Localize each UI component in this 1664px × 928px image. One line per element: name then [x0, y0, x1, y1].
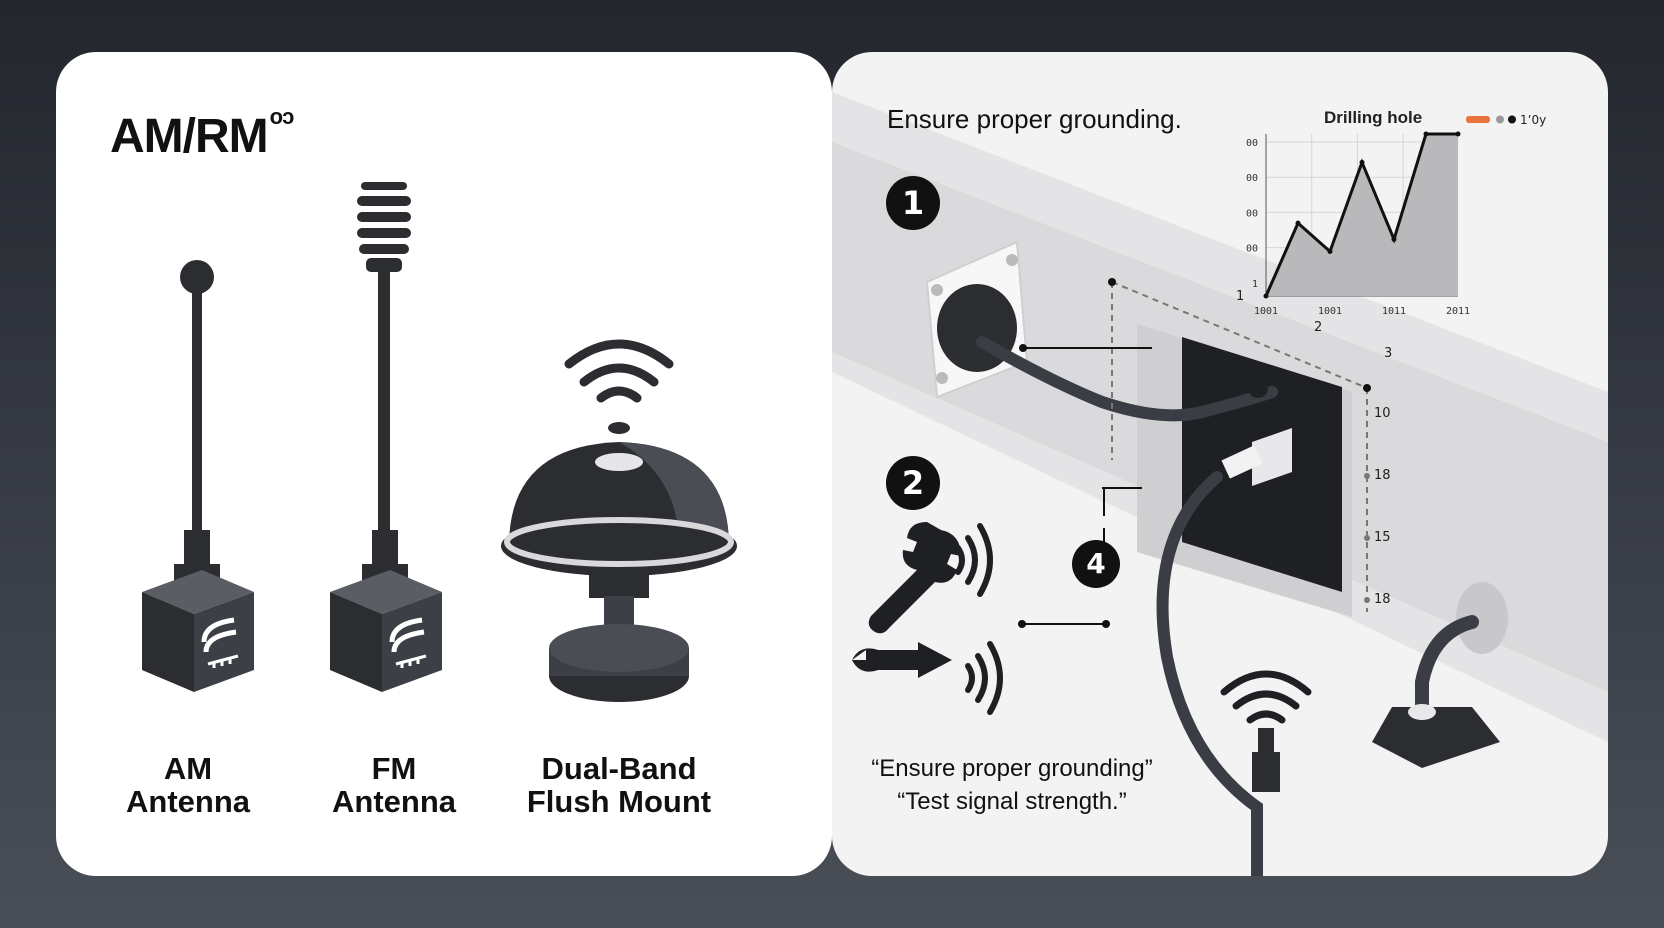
dim-label: 18: [1374, 468, 1391, 483]
wifi-icon: [1220, 670, 1312, 724]
wrench-arrow-icon: [852, 642, 952, 678]
chart-x-tick-label: 2011: [1446, 306, 1470, 317]
chart-x-tick-label: 1001: [1254, 306, 1278, 317]
chart-y-tick-label: 00: [1246, 138, 1258, 149]
drilling-chart: 00 00 00 00 1 1001 1001 1011 2011 1ʼ0y: [1246, 113, 1546, 317]
chart-point: [1263, 293, 1269, 299]
flush-mount-antenna-icon: [501, 339, 737, 702]
chart-y-tick-label: 00: [1246, 208, 1258, 219]
cable-connector-icon: [1156, 428, 1292, 876]
installation-diagram: [832, 92, 1608, 876]
legend-swatch: [1496, 115, 1504, 124]
installation-panel: Ensure proper grounding. 1 2 4 1 2 3 10 …: [832, 52, 1608, 876]
chart-y-tick-label: 00: [1246, 244, 1258, 255]
chart-area-fill: [1266, 134, 1458, 296]
dim-label: 15: [1374, 530, 1391, 545]
chart-x-tick-label: 1001: [1318, 306, 1342, 317]
step-badge-4: 4: [1072, 540, 1120, 588]
chart-point: [1391, 236, 1397, 242]
chart-point: [1327, 248, 1333, 254]
step-badge-1: 1: [886, 176, 940, 230]
quote-grounding: “Ensure proper grounding”: [871, 755, 1153, 782]
dim-label: 1: [1236, 289, 1245, 304]
antenna-types-panel: AM/RMoɔ: [56, 52, 832, 876]
signal-waves-icon: [955, 523, 1003, 715]
am-antenna-icon: [142, 260, 254, 692]
dim-label: 18: [1374, 592, 1391, 607]
fm-antenna-label: FM Antenna: [332, 751, 456, 819]
panel-title: AM/RMoɔ: [110, 104, 294, 163]
right-heading: Ensure proper grounding.: [887, 104, 1182, 134]
chart-point: [1423, 131, 1429, 137]
dim-label: 2: [1314, 320, 1323, 335]
flush-mount-label: Dual-Band Flush Mount: [526, 751, 712, 819]
legend-swatch: [1466, 116, 1490, 123]
dim-label: 10: [1374, 406, 1391, 421]
chart-x-tick-label: 1011: [1382, 306, 1406, 317]
chart-point: [1455, 131, 1461, 137]
dim-label: 3: [1384, 346, 1393, 361]
step-badge-2: 2: [886, 456, 940, 510]
legend-swatch: [1508, 115, 1516, 124]
antenna-illustrations: [142, 182, 737, 702]
am-antenna-label: AM Antenna: [126, 751, 250, 819]
chart-title: Drilling hole: [1324, 108, 1423, 127]
chart-point: [1359, 159, 1365, 165]
quote-signal: “Test signal strength.”: [897, 788, 1127, 815]
chart-point: [1295, 220, 1301, 226]
fm-antenna-icon: [330, 182, 442, 692]
chart-y-tick-label: 00: [1246, 173, 1258, 184]
wrench-icon: [868, 522, 961, 634]
legend-label: 1ʼ0y: [1520, 113, 1546, 127]
chart-y-tick-label: 1: [1252, 279, 1258, 290]
